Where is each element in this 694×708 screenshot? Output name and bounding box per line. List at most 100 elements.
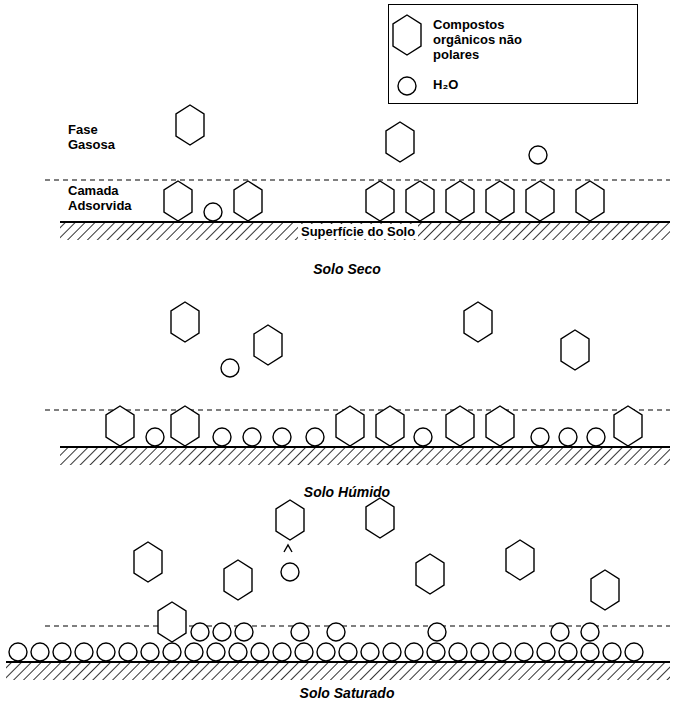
- organic-compound: [376, 406, 404, 446]
- layer-label: Fase Gasosa: [68, 122, 130, 152]
- panel-caption: Solo Saturado: [300, 686, 395, 701]
- organic-compound: [254, 325, 282, 365]
- water-molecule: [414, 428, 432, 446]
- organic-compound: [486, 406, 514, 446]
- surface-label: Superfície do Solo: [298, 224, 418, 239]
- water-molecule: [291, 623, 309, 641]
- water-molecule: [235, 623, 253, 641]
- organic-compound: [106, 406, 134, 446]
- water-molecule: [191, 623, 209, 641]
- organic-compound: [591, 570, 619, 610]
- organic-compound: [366, 181, 394, 221]
- water-molecule: [141, 643, 159, 661]
- water-molecule: [581, 623, 599, 641]
- organic-compound: [446, 406, 474, 446]
- water-molecule: [213, 623, 231, 641]
- organic-compound: [486, 181, 514, 221]
- organic-compound: [336, 406, 364, 446]
- water-molecule: [559, 428, 577, 446]
- organic-compound: [576, 181, 604, 221]
- soil-panel: [6, 498, 670, 680]
- soil-hatch: [60, 447, 670, 465]
- water-molecule: [295, 643, 313, 661]
- small-arrow: [284, 545, 292, 552]
- legend-text: Compostos orgânicos não polares: [433, 17, 525, 62]
- water-molecule: [339, 643, 357, 661]
- layer-boundary: [45, 625, 670, 626]
- legend-text: H₂O: [433, 77, 458, 92]
- water-molecule: [493, 643, 511, 661]
- layer-label: Camada Adsorvida: [68, 183, 148, 213]
- water-molecule: [229, 643, 247, 661]
- organic-compound: [224, 560, 252, 600]
- soil-hatch: [6, 662, 670, 680]
- water-molecule: [625, 643, 643, 661]
- water-molecule: [273, 643, 291, 661]
- soil-panel: [45, 105, 670, 240]
- water-molecule: [529, 146, 547, 164]
- water-molecule: [531, 428, 549, 446]
- soil-surface-line: [60, 221, 670, 223]
- organic-compound: [176, 105, 204, 145]
- water-molecule: [515, 643, 533, 661]
- organic-compound: [386, 122, 414, 162]
- water-molecule: [119, 643, 137, 661]
- organic-compound: [406, 181, 434, 221]
- water-molecule: [306, 428, 324, 446]
- organic-compound: [526, 181, 554, 221]
- panel-caption: Solo Húmido: [304, 485, 390, 500]
- water-molecule: [9, 643, 27, 661]
- water-molecule: [587, 428, 605, 446]
- organic-compound: [164, 181, 192, 221]
- organic-compound: [276, 500, 304, 540]
- water-molecule: [207, 643, 225, 661]
- water-molecule: [559, 643, 577, 661]
- water-molecule: [221, 359, 239, 377]
- water-molecule: [383, 643, 401, 661]
- legend-circle: [389, 71, 425, 119]
- organic-compound: [446, 181, 474, 221]
- organic-compound: [234, 181, 262, 221]
- legend-entry: H₂O: [389, 71, 629, 119]
- water-molecule: [603, 643, 621, 661]
- layer-boundary: [45, 179, 670, 180]
- organic-compound: [134, 542, 162, 582]
- soil-surface-line: [60, 446, 670, 448]
- water-molecule: [185, 643, 203, 661]
- water-molecule: [327, 623, 345, 641]
- water-molecule: [243, 428, 261, 446]
- water-molecule: [551, 623, 569, 641]
- organic-compound: [416, 554, 444, 594]
- water-molecule: [213, 428, 231, 446]
- water-molecule: [537, 643, 555, 661]
- organic-compound: [171, 406, 199, 446]
- water-molecule: [581, 643, 599, 661]
- water-molecule: [449, 643, 467, 661]
- organic-compound: [158, 602, 186, 642]
- organic-compound: [506, 540, 534, 580]
- soil-panel: [45, 302, 670, 465]
- water-molecule: [251, 643, 269, 661]
- legend-box: Compostos orgânicos não polaresH₂O: [388, 4, 638, 104]
- legend-entry: Compostos orgânicos não polares: [389, 11, 629, 68]
- organic-compound: [464, 302, 492, 342]
- water-molecule: [471, 643, 489, 661]
- organic-compound: [171, 302, 199, 342]
- water-molecule: [163, 643, 181, 661]
- water-molecule: [317, 643, 335, 661]
- legend-hexagon: [389, 11, 425, 59]
- water-molecule: [273, 428, 291, 446]
- water-molecule: [427, 643, 445, 661]
- water-molecule: [281, 563, 299, 581]
- water-molecule: [31, 643, 49, 661]
- water-molecule: [428, 623, 446, 641]
- water-molecule: [53, 643, 71, 661]
- water-molecule: [75, 643, 93, 661]
- water-molecule: [405, 643, 423, 661]
- organic-compound: [614, 406, 642, 446]
- organic-compound: [561, 330, 589, 370]
- water-molecule: [361, 643, 379, 661]
- water-molecule: [97, 643, 115, 661]
- soil-hatch: [60, 222, 670, 240]
